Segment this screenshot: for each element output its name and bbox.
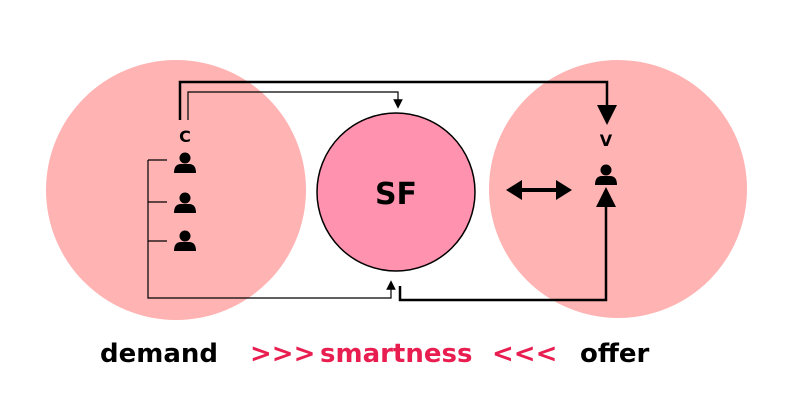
vendor-label: V <box>600 131 613 150</box>
connector-sf-to-v <box>398 187 616 302</box>
demand-circle <box>46 60 306 320</box>
double-arrow-icon <box>506 180 572 200</box>
caption-left-arrows: >>> <box>250 339 316 369</box>
caption-demand: demand <box>100 339 219 369</box>
caption-right-arrows: <<< <box>492 339 558 369</box>
connector-c-to-v <box>178 80 617 125</box>
smart-factory-circle <box>316 112 476 272</box>
caption-smartness: smartness <box>320 339 473 369</box>
offer-circle <box>489 60 747 318</box>
caption-offer: offer <box>580 339 650 369</box>
customer-label: C <box>179 127 191 146</box>
connector-c-to-sf <box>187 91 403 120</box>
center-label: SF <box>375 177 417 212</box>
connector-group-to-sf <box>147 160 396 299</box>
